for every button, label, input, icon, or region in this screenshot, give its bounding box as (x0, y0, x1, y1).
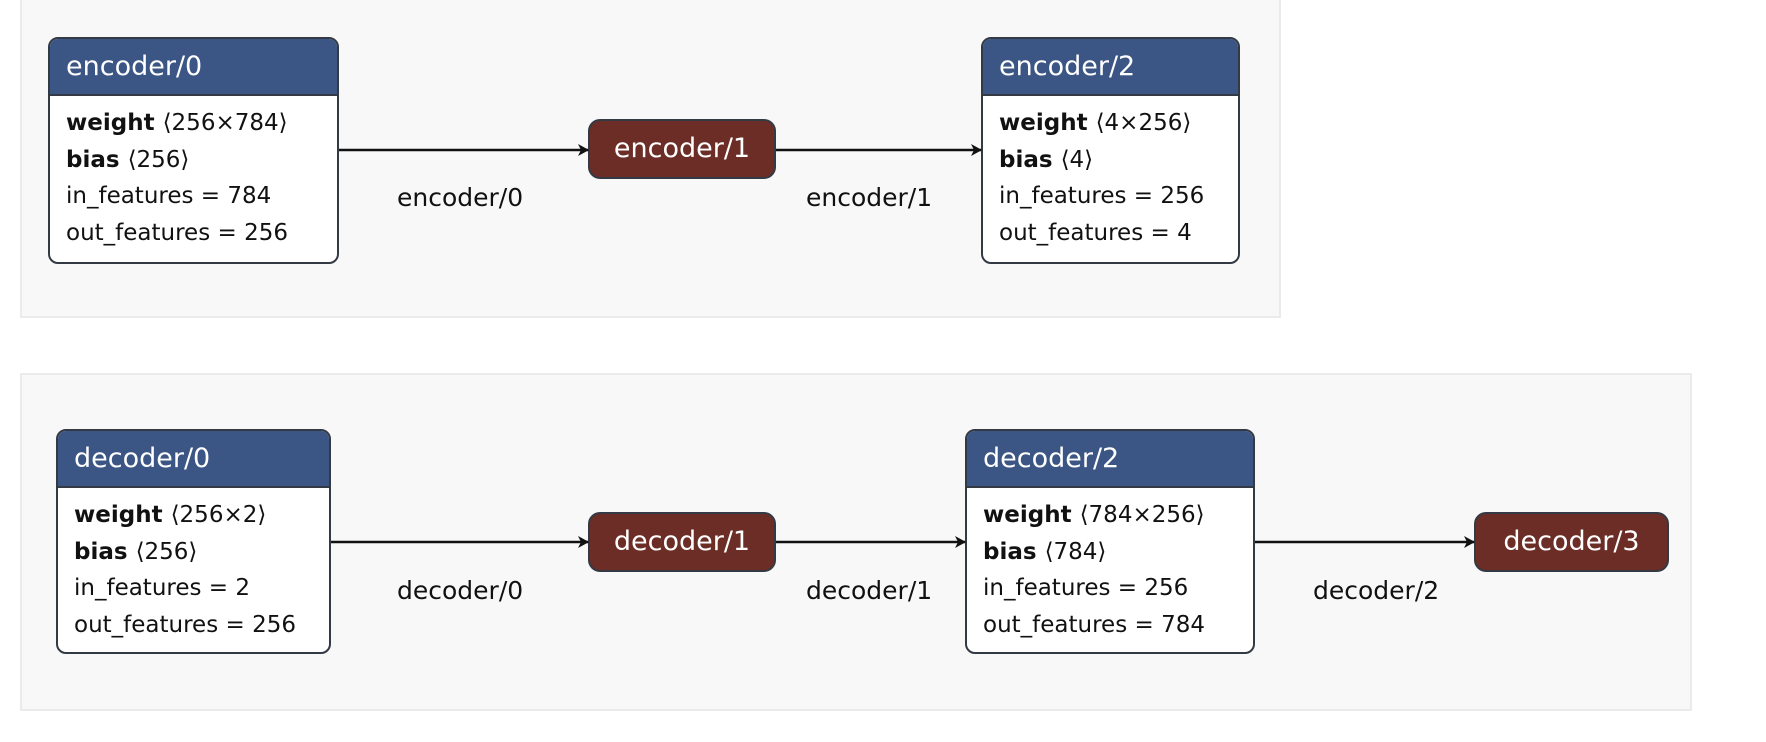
weight-row: weight ⟨784×256⟩ (983, 497, 1237, 534)
weight-row: weight ⟨256×784⟩ (66, 105, 321, 142)
weight-label: weight (983, 502, 1072, 528)
encoder-0-params: weight ⟨256×784⟩ bias ⟨256⟩ in_features = … (50, 96, 337, 251)
weight-shape: ⟨256×784⟩ (162, 110, 288, 136)
edge-label-encoder-0: encoder/0 (397, 183, 523, 212)
bias-shape: ⟨784⟩ (1044, 538, 1107, 565)
in-features: in_features = 2 (74, 575, 251, 601)
in-features: in_features = 784 (66, 183, 272, 209)
bias-shape: ⟨256⟩ (127, 146, 190, 173)
decoder-0-params: weight⟨256×2⟩ bias⟨256⟩ in_features = 2 … (58, 488, 329, 643)
bias-label: bias (983, 538, 1037, 565)
weight-shape: ⟨4×256⟩ (1095, 110, 1192, 136)
encoder-2-node[interactable]: encoder/2 weight ⟨4×256⟩ bias ⟨4⟩ in_featu… (981, 37, 1240, 264)
weight-shape: ⟨256×2⟩ (170, 502, 267, 528)
bias-shape: ⟨256⟩ (135, 538, 198, 565)
bias-label: bias (66, 146, 120, 173)
out-features: out_features = 256 (74, 611, 296, 638)
decoder-0-title: decoder/0 (58, 431, 329, 488)
weight-label: weight (999, 110, 1088, 136)
bias-row: bias ⟨256⟩ (66, 142, 321, 179)
encoder-0-node[interactable]: encoder/0 weight ⟨256×784⟩ bias ⟨256⟩ in_f… (48, 37, 339, 264)
bias-shape: ⟨4⟩ (1060, 146, 1094, 173)
edge-label-decoder-1: decoder/1 (806, 576, 932, 605)
bias-row: bias ⟨784⟩ (983, 534, 1237, 571)
bias-row: bias ⟨256⟩ (74, 534, 313, 571)
weight-shape: ⟨784×256⟩ (1079, 502, 1205, 528)
encoder-1-node[interactable]: encoder/1 (588, 119, 776, 179)
encoder-2-title: encoder/2 (983, 39, 1238, 96)
bias-label: bias (74, 538, 128, 565)
weight-row: weight ⟨256×2⟩ (74, 497, 313, 534)
in-features: in_features = 256 (999, 183, 1205, 209)
decoder-3-node[interactable]: decoder/3 (1474, 512, 1669, 572)
encoder-0-title: encoder/0 (50, 39, 337, 96)
bias-row: bias ⟨4⟩ (999, 142, 1222, 179)
edge-label-decoder-0: decoder/0 (397, 576, 523, 605)
out-features: out_features = 4 (999, 219, 1192, 246)
in-features: in_features = 256 (983, 575, 1189, 601)
decoder-2-params: weight ⟨784×256⟩ bias ⟨784⟩ in_features = … (967, 488, 1253, 643)
weight-label: weight (74, 502, 163, 528)
decoder-0-node[interactable]: decoder/0 weight ⟨256×2⟩ bias ⟨256⟩ in_fea… (56, 429, 331, 654)
decoder-1-node[interactable]: decoder/1 (588, 512, 776, 572)
out-features: out_features = 256 (66, 219, 288, 246)
decoder-2-node[interactable]: decoder/2 weight ⟨784×256⟩ bias ⟨784⟩ in_f… (965, 429, 1255, 654)
bias-label: bias (999, 146, 1053, 173)
out-features: out_features = 784 (983, 611, 1205, 638)
edge-label-decoder-2: decoder/2 (1313, 576, 1439, 605)
weight-row: weight ⟨4×256⟩ (999, 105, 1222, 142)
encoder-2-params: weight⟨4×256⟩ bias⟨4⟩ in_features = 256 … (983, 96, 1238, 251)
edge-label-encoder-1: encoder/1 (806, 183, 932, 212)
weight-label: weight (66, 110, 155, 136)
decoder-2-title: decoder/2 (967, 431, 1253, 488)
